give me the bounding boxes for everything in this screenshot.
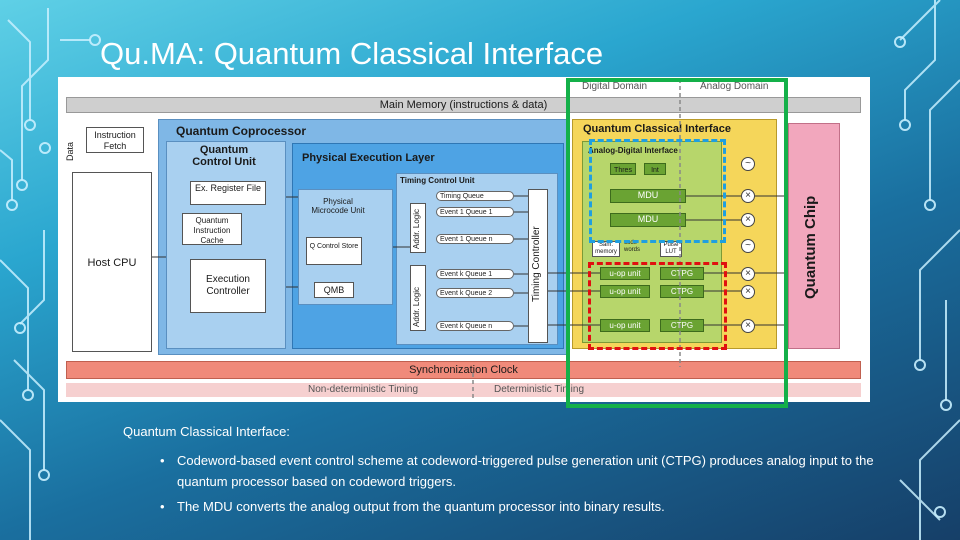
int-label: Int xyxy=(651,167,659,174)
timing-bar xyxy=(66,383,861,397)
mdu-box: MDU xyxy=(610,213,686,227)
quantum-instruction-cache-box: Quantum Instruction Cache xyxy=(182,213,242,245)
event-queue: Event 1 Queue n xyxy=(436,234,514,244)
sync-clock-bar: Synchronization Clock xyxy=(66,361,861,379)
ex-register-file-box: Ex. Register File xyxy=(190,181,266,205)
int-box: Int xyxy=(644,163,666,175)
execution-controller-label: Execution Controller xyxy=(206,274,250,297)
q-control-store-label: Q Control Store xyxy=(309,243,359,250)
mixer-icon: × xyxy=(741,285,755,299)
mdu-label: MDU xyxy=(637,190,659,200)
mixer-icon: × xyxy=(741,189,755,203)
ctpg-box: CTPG xyxy=(660,319,704,332)
code-words-label: code words xyxy=(624,240,641,253)
sam-memory-box: Sam. memory xyxy=(592,241,620,257)
qmb-box: QMB xyxy=(314,282,354,298)
q-control-store-box: Q Control Store xyxy=(306,237,362,265)
ctpg-label: CTPG xyxy=(670,321,694,330)
quantum-control-unit-panel xyxy=(166,141,286,349)
slide-title: Qu.MA: Quantum Classical Interface xyxy=(100,36,604,71)
main-memory-label: Main Memory (instructions & data) xyxy=(379,99,548,111)
qci-green-highlight xyxy=(566,78,788,408)
nondeterministic-timing-label: Non-deterministic Timing xyxy=(308,384,419,395)
uop-unit-box: u-op unit xyxy=(600,319,650,332)
uop-unit-box: u-op unit xyxy=(600,267,650,280)
qmb-label: QMB xyxy=(323,285,345,295)
quantum-coprocessor-label: Quantum Coprocessor xyxy=(176,124,307,138)
oscillator-icon: ~ xyxy=(741,157,755,171)
ctpg-label: CTPG xyxy=(670,269,694,278)
physical-microcode-unit-label: Physical Microcode Unit xyxy=(311,197,365,215)
timing-queue: Timing Queue xyxy=(436,191,514,201)
instruction-fetch-box: Instruction Fetch xyxy=(86,127,144,153)
mdu-label: MDU xyxy=(637,214,659,224)
host-cpu-box: Host CPU xyxy=(72,172,152,352)
deterministic-timing-label: Deterministic Timing xyxy=(494,384,585,395)
instruction-fetch-label: Instruction Fetch xyxy=(94,130,136,151)
ctpg-box: CTPG xyxy=(660,285,704,298)
timing-control-unit-label: Timing Control Unit xyxy=(400,176,475,185)
event-queue: Event k Queue 2 xyxy=(436,288,514,298)
uop-unit-label: u-op unit xyxy=(609,269,641,278)
bullet-list: Codeword-based event control scheme at c… xyxy=(160,450,880,521)
mixer-icon: × xyxy=(741,213,755,227)
ctpg-red-highlight xyxy=(588,262,727,350)
sam-memory-label: Sam. memory xyxy=(595,242,617,255)
caption: Quantum Classical Interface: xyxy=(123,424,290,439)
adi-label: Analog-Digital Interface xyxy=(588,146,678,155)
thres-label: Thres xyxy=(614,167,632,174)
main-memory-bar: Main Memory (instructions & data) xyxy=(66,97,861,113)
ctpg-box: CTPG xyxy=(660,267,704,280)
execution-controller-box: Execution Controller xyxy=(190,259,266,313)
ex-register-file-label: Ex. Register File xyxy=(194,183,262,193)
uop-unit-label: u-op unit xyxy=(609,321,641,330)
sync-clock-label: Synchronization Clock xyxy=(409,364,518,376)
mixer-icon: × xyxy=(741,319,755,333)
bullet-item: Codeword-based event control scheme at c… xyxy=(160,450,880,492)
mdu-box: MDU xyxy=(610,189,686,203)
quantum-instruction-cache-label: Quantum Instruction Cache xyxy=(193,216,231,245)
addr-logic-bottom-box xyxy=(410,265,426,331)
host-cpu-label: Host CPU xyxy=(87,257,137,269)
event-queue: Event k Queue n xyxy=(436,321,514,331)
event-queue: Event 1 Queue 1 xyxy=(436,207,514,217)
quantum-chip-panel xyxy=(788,123,840,349)
uop-unit-box: u-op unit xyxy=(600,285,650,298)
analog-domain-label: Analog Domain xyxy=(700,81,769,92)
mixer-icon: × xyxy=(741,267,755,281)
diagram-connectors xyxy=(152,79,788,399)
bullet-item: The MDU converts the analog output from … xyxy=(160,496,880,517)
architecture-diagram: Main Memory (instructions & data) Data H… xyxy=(58,77,870,402)
quantum-control-unit-label: Quantum Control Unit xyxy=(192,144,256,168)
thres-box: Thres xyxy=(610,163,636,175)
uop-unit-label: u-op unit xyxy=(609,287,641,296)
pulse-lut-label: Pulse LUT xyxy=(663,242,679,255)
digital-domain-label: Digital Domain xyxy=(582,81,648,92)
physical-execution-layer-label: Physical Execution Layer xyxy=(302,152,435,164)
event-queue: Event k Queue 1 xyxy=(436,269,514,279)
addr-logic-top-box xyxy=(410,203,426,253)
oscillator-icon: ~ xyxy=(741,239,755,253)
ctpg-label: CTPG xyxy=(670,287,694,296)
timing-controller-box xyxy=(528,189,548,343)
mdu-blue-highlight xyxy=(589,139,726,243)
qci-label: Quantum Classical Interface xyxy=(583,123,731,135)
